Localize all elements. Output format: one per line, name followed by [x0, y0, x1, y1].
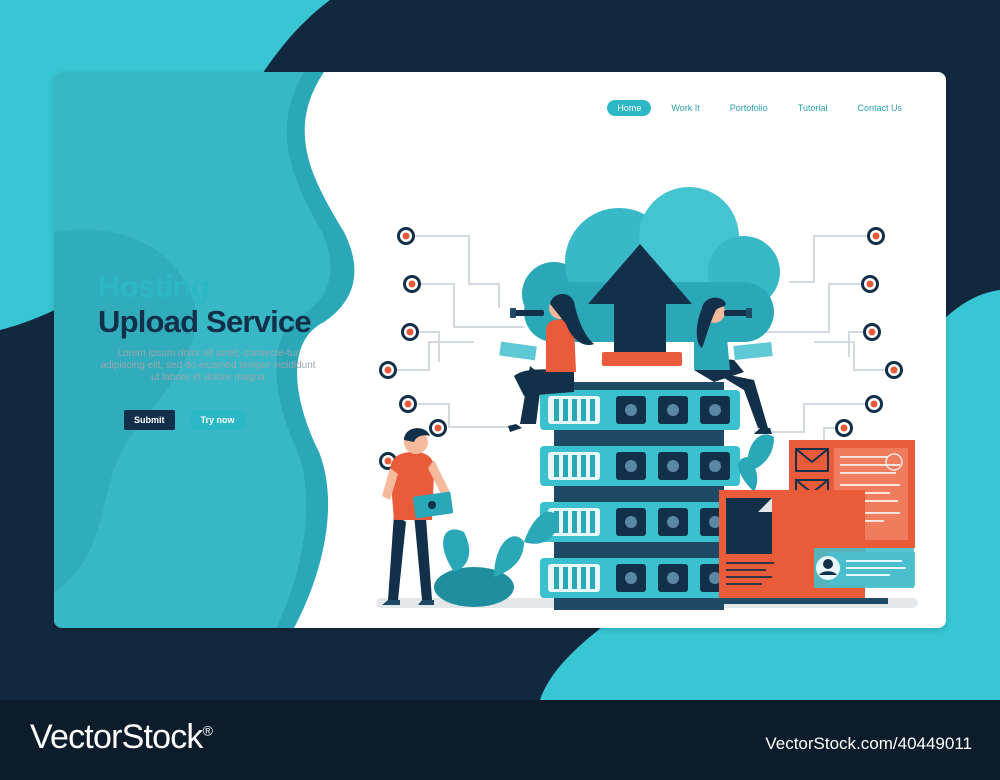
- server-rack: [540, 382, 740, 610]
- hero-buttons: Submit Try now: [124, 410, 245, 430]
- nav-work-it[interactable]: Work It: [671, 103, 700, 113]
- image-id-text: VectorStock.com/40449011: [765, 734, 972, 753]
- hero-title-line1: Hosting: [98, 269, 210, 304]
- server-unit-1: [540, 390, 740, 430]
- hero-description: Lorem ipsum dolor sit amet, consecte-tur…: [100, 348, 316, 383]
- hero-section: Hosting Upload Service Lorem ipsum dolor…: [98, 270, 348, 384]
- node-left-5: [399, 395, 417, 413]
- node-right-2: [861, 275, 879, 293]
- landing-page-card: Home Work It Portofolio Tutorial Contact…: [54, 72, 946, 628]
- node-right-5: [865, 395, 883, 413]
- card-wave-shape: [54, 72, 355, 628]
- profile-card: [814, 548, 915, 588]
- node-right-4: [885, 361, 903, 379]
- submit-button[interactable]: Submit: [124, 410, 175, 430]
- watermark-bar: VectorStock® VectorStock.com/40449011: [0, 700, 1000, 780]
- node-left-1: [397, 227, 415, 245]
- nav-contact-us[interactable]: Contact Us: [857, 103, 902, 113]
- circuit-nodes: [379, 227, 903, 470]
- brand-name: VectorStock: [30, 718, 203, 756]
- laptop-screen: [706, 490, 888, 604]
- nav-home[interactable]: Home: [607, 100, 652, 116]
- server-unit-4: [540, 558, 740, 598]
- server-unit-2: [540, 446, 740, 486]
- person-standing-tablet: [382, 428, 454, 605]
- person-sitting-telescope-right: [694, 297, 773, 434]
- node-right-3: [863, 323, 881, 341]
- node-left-7: [429, 419, 447, 437]
- person-sitting-telescope-left: [499, 293, 594, 432]
- hero-title-line2: Upload Service: [98, 304, 312, 339]
- node-right-1: [867, 227, 885, 245]
- plant-left: [434, 511, 559, 607]
- mail-icon-1: [795, 448, 829, 472]
- server-unit-3: [540, 502, 740, 542]
- node-right-6: [835, 419, 853, 437]
- background-stage: Home Work It Portofolio Tutorial Contact…: [0, 0, 1000, 700]
- vectorstock-logo: VectorStock®: [30, 718, 213, 757]
- hosting-illustration: [376, 187, 918, 610]
- top-navigation: Home Work It Portofolio Tutorial Contact…: [607, 100, 912, 116]
- nav-portofolio[interactable]: Portofolio: [729, 103, 768, 113]
- node-left-2: [403, 275, 421, 293]
- registered-mark: ®: [202, 722, 213, 739]
- plant-right: [738, 434, 774, 492]
- try-now-button[interactable]: Try now: [190, 410, 245, 430]
- node-left-3: [401, 323, 419, 341]
- node-left-4: [379, 361, 397, 379]
- nav-tutorial[interactable]: Tutorial: [797, 103, 828, 113]
